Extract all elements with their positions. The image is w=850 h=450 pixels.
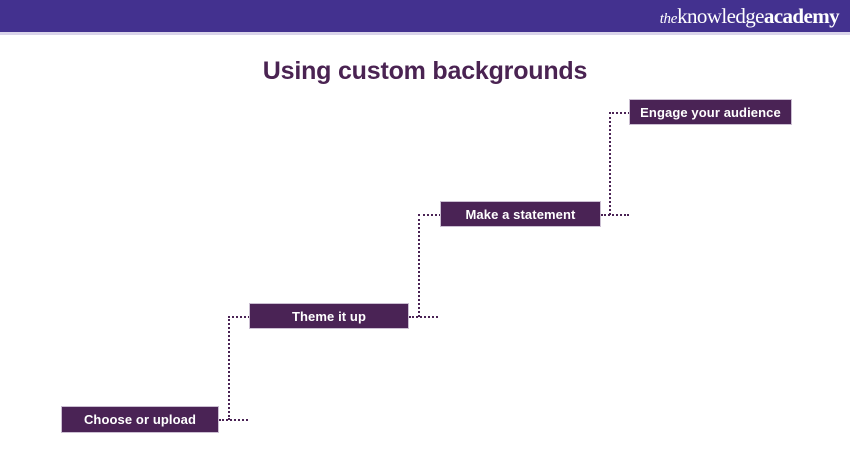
step-box-3-label: Make a statement [465,206,576,222]
connector-3-to-4-segment-in [609,112,630,114]
connector-1-to-2-segment-riser [228,316,230,420]
header-underline [0,32,850,35]
step-box-3[interactable]: Make a statement [440,201,601,227]
step-box-2-label: Theme it up [291,308,367,324]
connector-2-to-3-segment-in [418,214,441,216]
step-box-4[interactable]: Engage your audience [629,99,792,125]
step-box-1-label: Choose or upload [83,412,197,427]
connector-1-to-2-segment-in [228,316,250,318]
logo-word-knowledge: knowledge [677,4,764,28]
step-box-2[interactable]: Theme it up [249,303,409,329]
connector-2-to-3-segment-riser [418,214,420,317]
logo-word-the: the [659,11,678,27]
step-box-1[interactable]: Choose or upload [61,406,219,433]
the-knowledge-academy-logo: theknowledgeacademy [659,2,840,30]
connector-3-to-4-segment-riser [609,112,611,215]
header-bar [0,0,850,32]
step-box-4-label: Engage your audience [640,104,781,120]
connector-2-to-3-segment-out [409,316,438,318]
logo-word-academy: academy [763,4,840,28]
page-title: Using custom backgrounds [262,57,588,85]
connector-1-to-2-segment-out [219,419,248,421]
connector-3-to-4-segment-out [601,214,629,216]
